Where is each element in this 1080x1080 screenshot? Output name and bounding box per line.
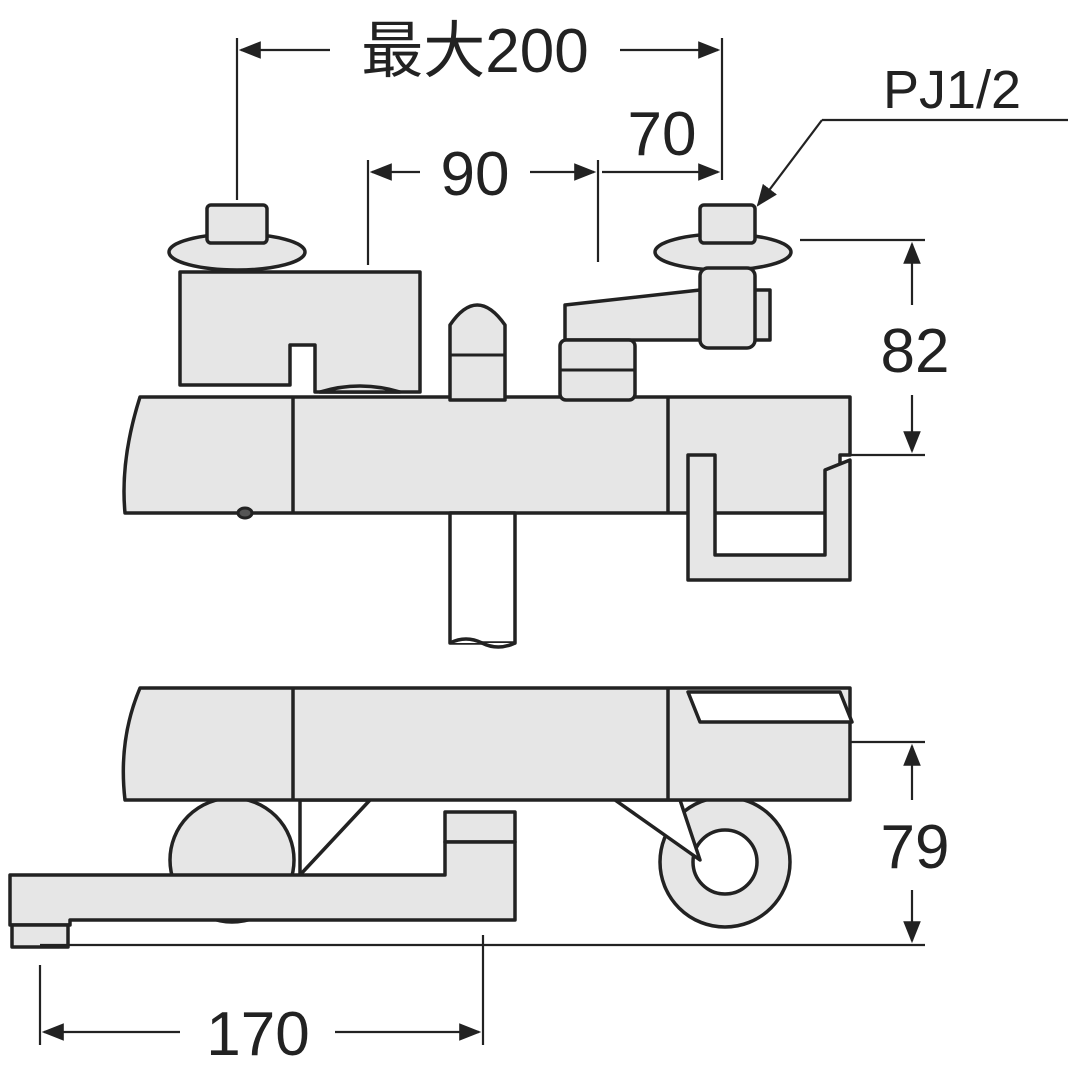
label-max-width: 最大200 xyxy=(361,17,588,86)
label-connection: PJ1/2 xyxy=(883,60,1021,120)
right-nut xyxy=(698,203,757,245)
body-top xyxy=(122,395,852,515)
pipe xyxy=(448,511,517,645)
top-view xyxy=(122,203,852,649)
nozzle xyxy=(10,923,70,949)
bottom-view xyxy=(8,686,854,949)
dimension-labels: 最大200 70 90 PJ1/2 82 79 170 xyxy=(206,17,1021,1069)
label-top-height: 82 xyxy=(881,317,950,386)
left-valve-box xyxy=(178,270,422,394)
left-nut xyxy=(205,203,269,245)
dimension-lines xyxy=(38,38,1068,1045)
label-bottom-height: 79 xyxy=(881,813,950,882)
label-right-offset: 70 xyxy=(628,100,697,169)
label-spout-length: 170 xyxy=(206,1000,309,1069)
label-center-offset: 90 xyxy=(441,140,510,209)
center-knob xyxy=(448,303,507,402)
hook xyxy=(686,453,852,582)
